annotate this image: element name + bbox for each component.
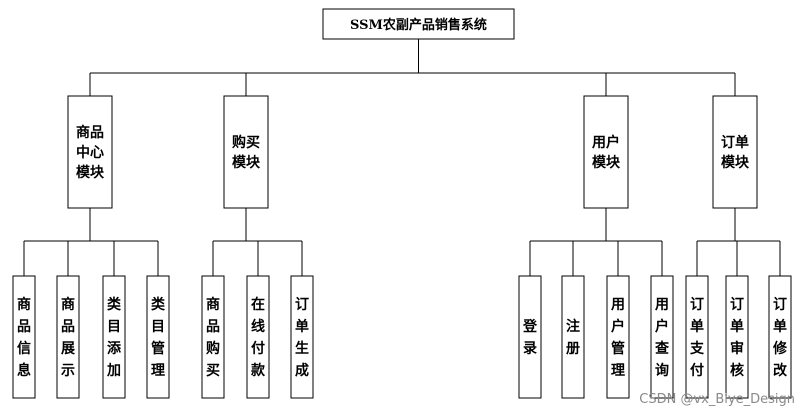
- child-label: 商品购买: [206, 296, 220, 379]
- child-box: [650, 275, 674, 399]
- child-box: [201, 275, 225, 399]
- root-box: [322, 8, 515, 40]
- module-label: 订单模块: [721, 134, 750, 171]
- child-box: [606, 275, 630, 399]
- module-label: 商品中心模块: [76, 124, 105, 181]
- child-box: [12, 275, 36, 399]
- child-box: [146, 275, 170, 399]
- module-box: [712, 95, 758, 209]
- child-label: 订单审核: [730, 296, 744, 379]
- module-label: 用户模块: [592, 134, 621, 171]
- module-box: [583, 95, 629, 209]
- module-box: [67, 95, 113, 209]
- child-box: [768, 275, 792, 399]
- child-label: 类目管理: [151, 296, 166, 379]
- module-label: 购买模块: [232, 134, 261, 171]
- module-box: [223, 95, 269, 209]
- root-title: SSM农副产品销售系统: [350, 17, 487, 33]
- child-label: 订单修改: [772, 296, 788, 379]
- child-label: 类目添加: [106, 296, 122, 379]
- child-box: [518, 275, 542, 399]
- child-label: 商品展示: [61, 296, 75, 379]
- child-box: [685, 275, 709, 399]
- child-label: 用户查询: [655, 297, 670, 379]
- child-box: [246, 275, 270, 399]
- child-box: [56, 275, 80, 399]
- child-label: 订单生成: [295, 296, 309, 379]
- child-box: [290, 275, 314, 399]
- child-label: 用户管理: [611, 297, 625, 379]
- child-box: [561, 275, 585, 399]
- child-box: [102, 275, 126, 399]
- child-label: 在线付款: [251, 296, 266, 379]
- child-box: [725, 275, 749, 399]
- child-label: 登录: [522, 318, 538, 357]
- watermark: CSDN @vx_Biye_Design: [639, 392, 795, 407]
- child-label: 订单支付: [689, 296, 705, 379]
- child-label: 注册: [566, 318, 580, 357]
- child-label: 商品信息: [17, 296, 31, 379]
